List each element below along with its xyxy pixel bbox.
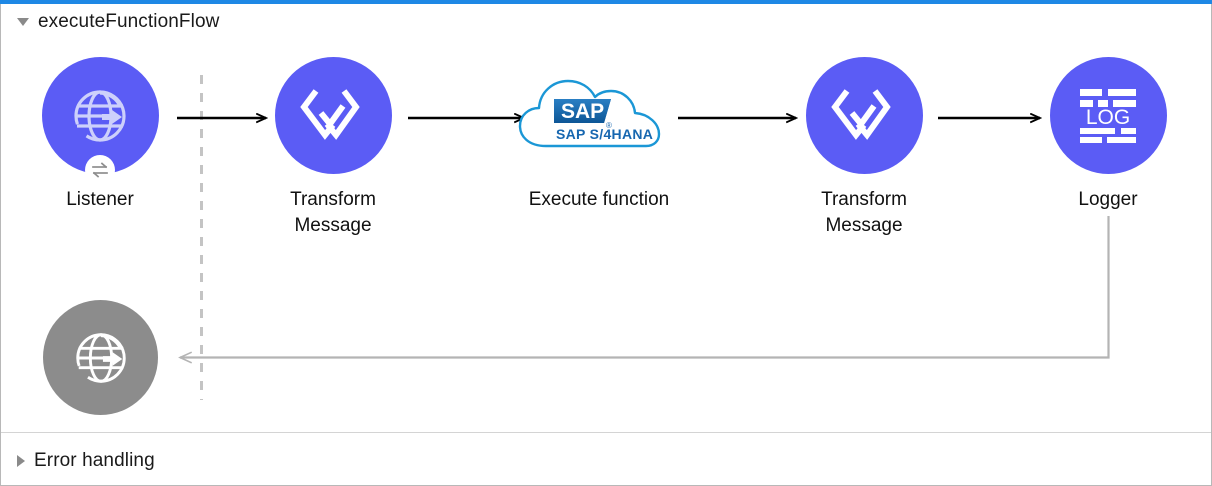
node-icon-circle[interactable]: LOG (1049, 57, 1167, 174)
section-divider (1, 432, 1211, 433)
caret-right-icon[interactable] (17, 455, 25, 467)
flow-node-listener[interactable]: Listener (17, 57, 183, 213)
flow-node-transform-message-2[interactable]: Transform Message (781, 57, 947, 239)
flow-node-label: Execute function (528, 189, 670, 210)
node-icon-circle[interactable] (43, 300, 158, 415)
flow-node-label: Transform Message (821, 189, 907, 236)
flow-node-label: Listener (66, 189, 134, 210)
node-icon-circle[interactable] (805, 57, 923, 174)
section-header-error-handling[interactable]: Error handling (17, 450, 155, 472)
window-left-border (0, 4, 1, 485)
window-accent-border (0, 0, 1212, 4)
section-title: executeFunctionFlow (38, 11, 220, 32)
flow-node-logger[interactable]: LOG Logger (1025, 57, 1191, 213)
sap-badge-text: SAP (561, 100, 604, 123)
flow-node-label: Transform Message (290, 189, 376, 236)
flow-node-listener-response[interactable] (22, 300, 179, 415)
flow-node-transform-message-1[interactable]: Transform Message (250, 57, 416, 239)
listener-sync-badge (85, 155, 115, 185)
transform-message-icon (831, 88, 891, 140)
node-icon-circle[interactable] (41, 57, 159, 185)
flow-node-execute-function[interactable]: SAP ® SAP S/4HANA Execute function (499, 57, 699, 213)
globe-arrow-icon (75, 332, 126, 383)
flow-node-label: Logger (1078, 189, 1138, 210)
transform-message-icon (300, 88, 360, 140)
log-icon-text: LOG (1086, 106, 1130, 129)
sap-product-text: SAP S/4HANA (556, 126, 653, 142)
node-icon-circle[interactable] (274, 57, 392, 174)
section-title: Error handling (34, 450, 155, 471)
sync-arrows-icon (92, 162, 108, 178)
sap-registered-mark: ® (606, 121, 612, 130)
caret-down-icon[interactable] (17, 18, 29, 26)
section-header-execute-function-flow[interactable]: executeFunctionFlow (17, 11, 219, 33)
globe-arrow-icon (74, 89, 126, 142)
sap-s4hana-cloud-icon: SAP ® SAP S/4HANA (518, 79, 661, 147)
log-icon: LOG (1080, 88, 1136, 143)
sap-logo-wrapper[interactable]: SAP ® SAP S/4HANA (499, 57, 699, 174)
